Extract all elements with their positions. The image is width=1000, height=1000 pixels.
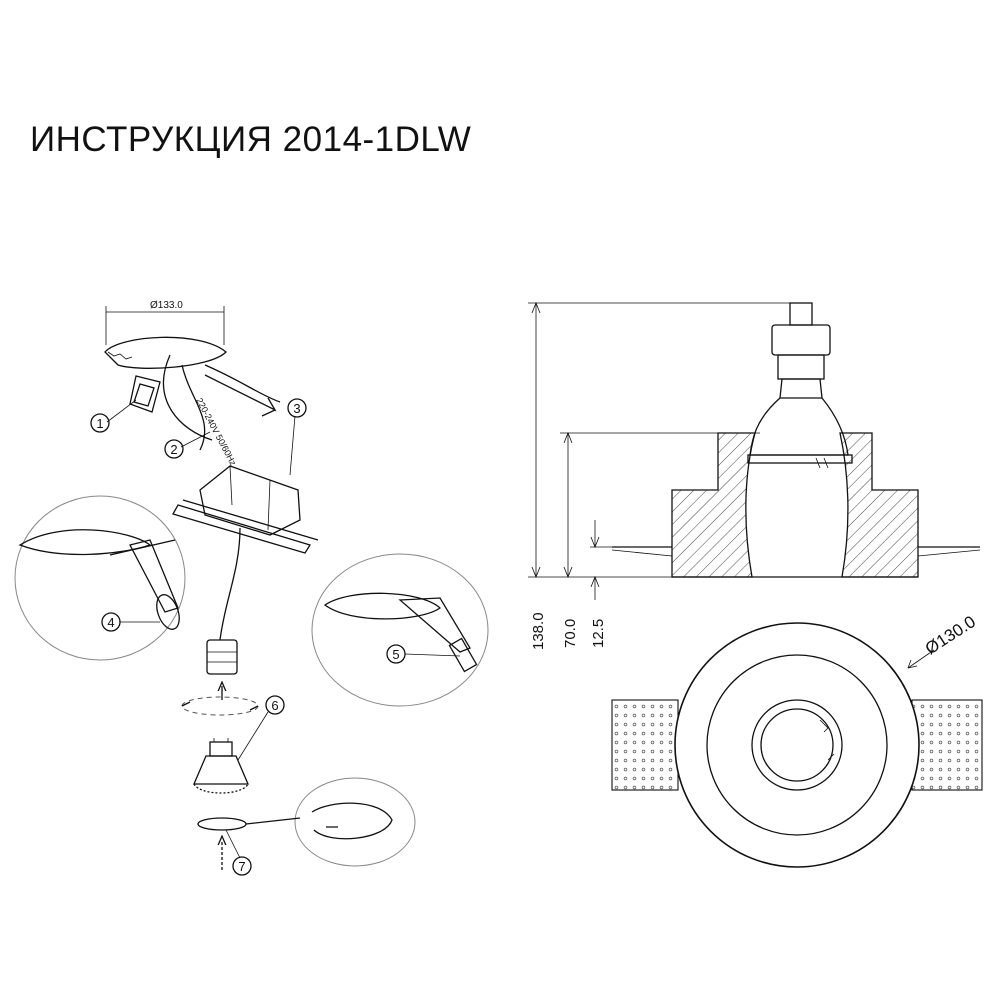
callouts: 1 2 3 4 5 6 7 [90,398,461,876]
cutout-diameter-label: Ø133.0 [150,300,183,311]
section-lamp [747,302,853,469]
power-cable: 220-240V 50/60Hz [162,354,281,468]
dimension-flange: 12.5 [590,619,607,648]
callout-5: 5 [392,647,399,662]
dimension-diameter: Ø130.0 [922,612,979,658]
dimension-body-height: 70.0 [562,619,579,648]
voltage-label: 220-240V 50/60Hz [194,396,238,467]
ceiling-cutout: Ø133.0 [104,300,227,369]
callout-3: 3 [293,401,300,416]
detail-bubble-left [14,495,186,661]
dimension-total-height: 138.0 [530,612,547,650]
callout-6: 6 [271,698,278,713]
callout-2: 2 [170,442,177,457]
detail-bubble-right [311,553,489,707]
top-view: Ø130.0 [611,612,983,868]
section-housing [611,432,981,578]
callout-7: 7 [238,859,245,874]
callout-4: 4 [107,615,114,630]
gypsum-housing [172,465,319,641]
page-title: ИНСТРУКЦИЯ 2014-1DLW [30,120,472,159]
lamp-socket [206,639,238,675]
rotate-arrows [181,686,259,716]
spring-clip [129,375,161,413]
gu10-bulb [193,738,249,794]
retaining-ring [197,777,416,870]
dimension-lines: 138.0 70.0 12.5 [528,301,800,650]
callout-1: 1 [96,416,103,431]
